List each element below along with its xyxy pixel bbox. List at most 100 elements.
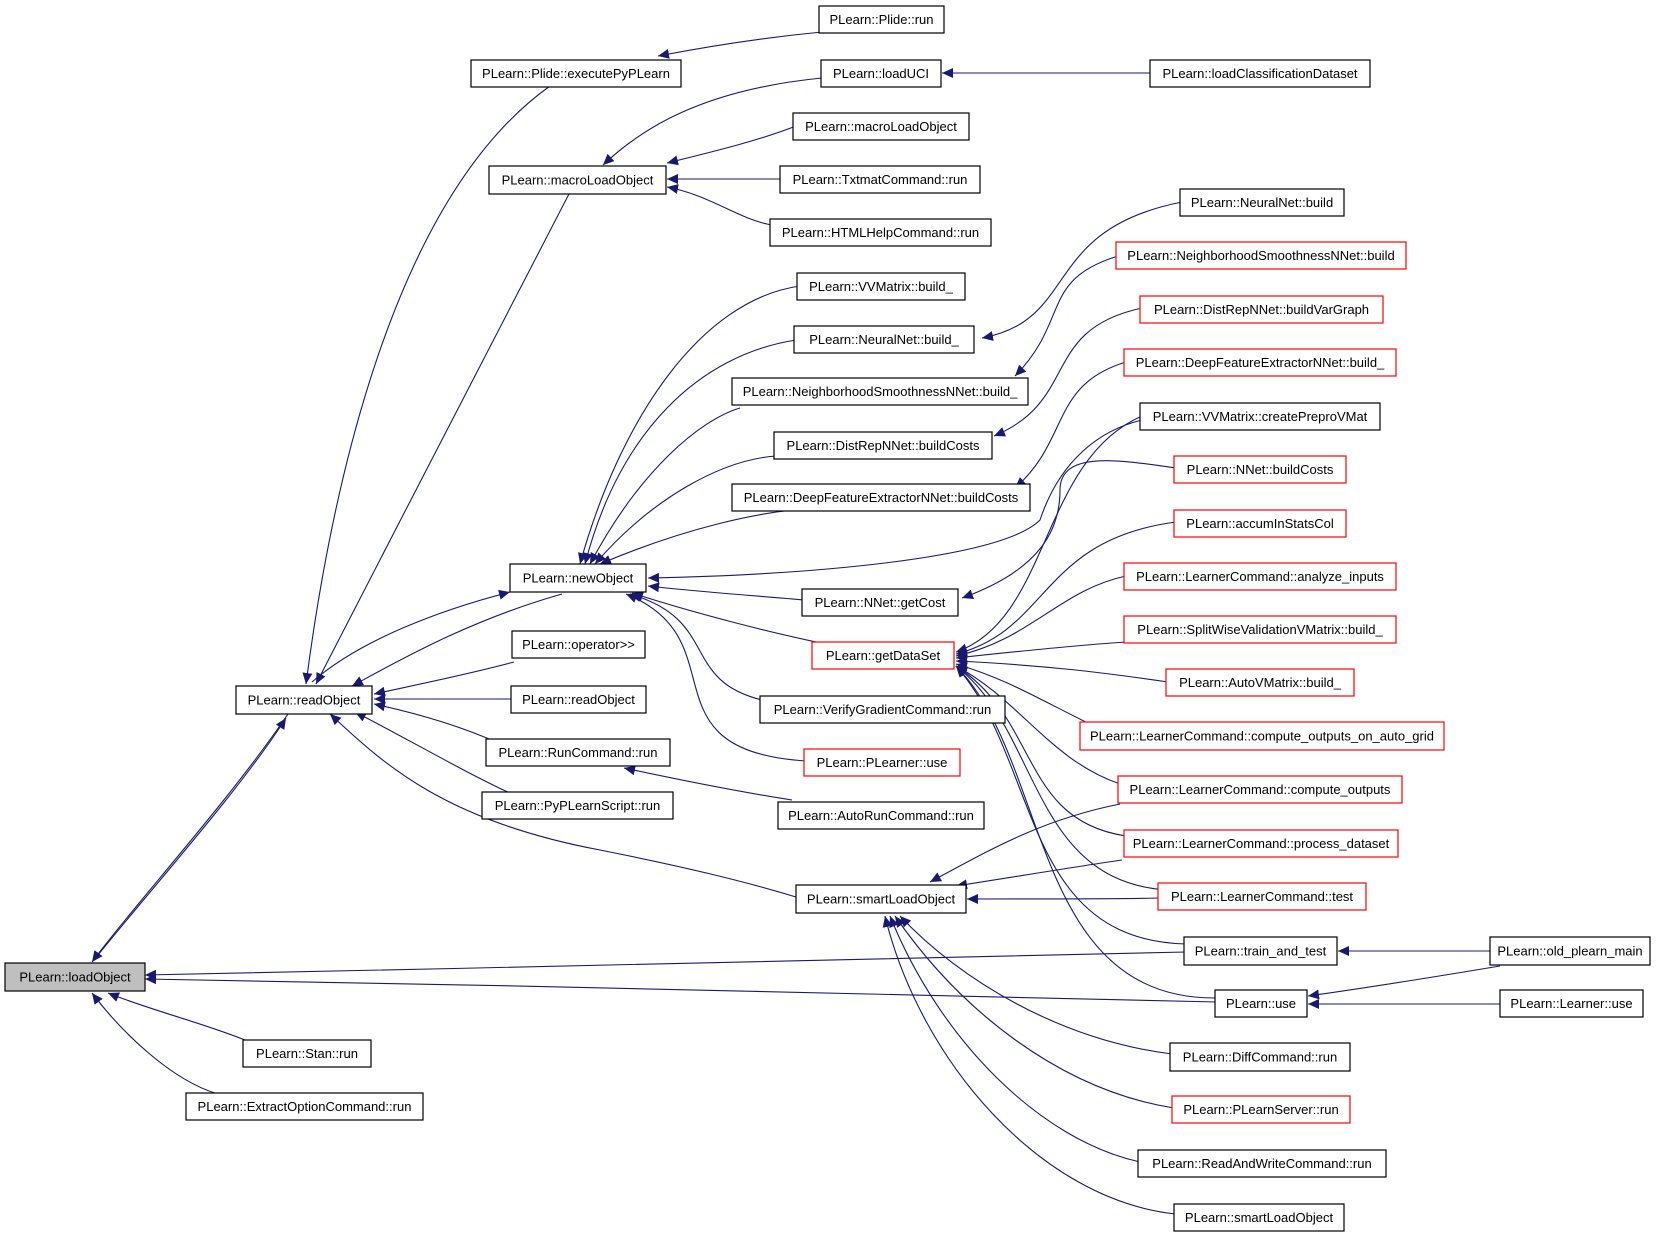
node-vvmatrixBuild_[interactable]: PLearn::VVMatrix::build_	[796, 272, 966, 301]
node-loadUCI[interactable]: PLearn::loadUCI	[820, 59, 942, 88]
node-learnerUse[interactable]: PLearn::Learner::use	[1499, 989, 1644, 1018]
node-txtmatRun[interactable]: PLearn::TxtmatCommand::run	[779, 165, 981, 194]
node-nnetGetCost[interactable]: PLearn::NNet::getCost	[801, 588, 959, 617]
node-analyzeInputs[interactable]: PLearn::LearnerCommand::analyze_inputs	[1123, 562, 1397, 591]
edge-neuralNetBuild_-to-newObject	[582, 339, 797, 565]
edge-trainAndTest-to-loadObject	[144, 951, 1187, 980]
node-label: PLearn::LearnerCommand::compute_outputs	[1130, 782, 1391, 797]
node-distRepBuildVarGraph[interactable]: PLearn::DistRepNNet::buildVarGraph	[1139, 295, 1384, 324]
node-computeOutputsAutoGrid[interactable]: PLearn::LearnerCommand::compute_outputs_…	[1079, 721, 1445, 751]
node-box	[1123, 348, 1397, 377]
edge-runCommandRun-to-readObject	[373, 701, 497, 743]
node-trainAndTest[interactable]: PLearn::train_and_test	[1183, 936, 1338, 966]
node-macroLoadObject1[interactable]: PLearn::macroLoadObject	[792, 112, 970, 141]
node-label: PLearn::DeepFeatureExtractorNNet::buildC…	[744, 490, 1019, 505]
node-smartLoadObject2[interactable]: PLearn::smartLoadObject	[1173, 1203, 1345, 1232]
edge-verifyGradientRun-to-newObject	[629, 592, 763, 701]
node-use[interactable]: PLearn::use	[1214, 989, 1308, 1018]
node-label: PLearn::NeuralNet::build_	[809, 332, 959, 347]
node-htmlHelpRun[interactable]: PLearn::HTMLHelpCommand::run	[769, 218, 992, 247]
node-label: PLearn::DeepFeatureExtractorNNet::build_	[1136, 355, 1385, 370]
node-label: PLearn::Plide::executePyPLearn	[482, 66, 670, 81]
node-runCommandRun[interactable]: PLearn::RunCommand::run	[485, 738, 671, 767]
edge-smartLoadObject1-to-readObject	[329, 713, 797, 898]
node-label: PLearn::LearnerCommand::compute_outputs_…	[1090, 729, 1434, 744]
node-executePyPLearn[interactable]: PLearn::Plide::executePyPLearn	[470, 59, 682, 88]
edge-plearnServerRun-to-smartLoadObject1	[894, 915, 1175, 1109]
node-box	[1179, 188, 1345, 217]
node-verifyGradientRun[interactable]: PLearn::VerifyGradientCommand::run	[759, 695, 1006, 724]
node-stanRun[interactable]: PLearn::Stan::run	[242, 1039, 372, 1068]
node-box	[795, 884, 967, 914]
edge-accumInStatsCol-to-getDataSet	[955, 521, 1177, 657]
node-neuralNetBuild_[interactable]: PLearn::NeuralNet::build_	[793, 325, 975, 354]
node-newObject[interactable]: PLearn::newObject	[509, 563, 647, 593]
node-box	[4, 962, 146, 992]
edge-diffCommandRun-to-smartLoadObject1	[899, 915, 1173, 1055]
edge-computeOutputsAutoGrid-to-getDataSet	[955, 662, 1099, 729]
node-plearnerUse[interactable]: PLearn::PLearner::use	[803, 748, 961, 777]
node-oldPlearnMain[interactable]: PLearn::old_plearn_main	[1489, 936, 1651, 966]
node-learnerCommandTest[interactable]: PLearn::LearnerCommand::test	[1157, 882, 1367, 911]
node-nsnnetBuild[interactable]: PLearn::NeighborhoodSmoothnessNNet::buil…	[1115, 241, 1407, 270]
node-readObject2[interactable]: PLearn::readObject	[510, 685, 647, 714]
node-label: PLearn::LearnerCommand::process_dataset	[1133, 836, 1390, 851]
node-readAndWriteRun[interactable]: PLearn::ReadAndWriteCommand::run	[1137, 1149, 1387, 1178]
node-box	[470, 59, 682, 88]
edge-nnetBuildCosts-to-nnetGetCost	[961, 460, 1177, 599]
edge-computeOutputs-to-getDataSet	[955, 665, 1121, 785]
node-box	[488, 165, 667, 195]
node-createPreproVMat[interactable]: PLearn::VVMatrix::createPreproVMat	[1139, 402, 1381, 431]
node-label: PLearn::DistRepNNet::buildVarGraph	[1154, 302, 1369, 317]
node-accumInStatsCol[interactable]: PLearn::accumInStatsCol	[1173, 509, 1347, 538]
node-label: PLearn::VerifyGradientCommand::run	[774, 702, 992, 717]
node-extractOptionRun[interactable]: PLearn::ExtractOptionCommand::run	[185, 1092, 424, 1121]
edge-neuralNetBuild-to-neuralNetBuild_	[981, 201, 1183, 341]
node-neuralNetBuild[interactable]: PLearn::NeuralNet::build	[1179, 188, 1345, 217]
node-splitWiseBuild_[interactable]: PLearn::SplitWiseValidationVMatrix::buil…	[1123, 615, 1397, 644]
node-loadObject[interactable]: PLearn::loadObject	[4, 962, 146, 992]
node-box	[731, 377, 1029, 406]
node-plearnServerRun[interactable]: PLearn::PLearnServer::run	[1171, 1095, 1351, 1124]
node-macroLoadObject2[interactable]: PLearn::macroLoadObject	[488, 165, 667, 195]
node-box	[820, 59, 942, 88]
node-nnetBuildCosts[interactable]: PLearn::NNet::buildCosts	[1173, 455, 1347, 484]
edge-htmlHelpRun-to-macroLoadObject2	[666, 184, 773, 226]
node-label: PLearn::readObject	[522, 692, 635, 707]
node-box	[1499, 989, 1644, 1018]
node-processDataset[interactable]: PLearn::LearnerCommand::process_dataset	[1123, 829, 1399, 858]
node-loadClassificationDataset[interactable]: PLearn::loadClassificationDataset	[1149, 59, 1371, 88]
node-label: PLearn::loadUCI	[833, 66, 929, 81]
node-box	[1139, 295, 1384, 324]
node-readObject[interactable]: PLearn::readObject	[235, 685, 373, 715]
node-getDataSet[interactable]: PLearn::getDataSet	[811, 641, 955, 670]
node-diffCommandRun[interactable]: PLearn::DiffCommand::run	[1169, 1042, 1351, 1072]
node-computeOutputs[interactable]: PLearn::LearnerCommand::compute_outputs	[1117, 775, 1403, 804]
node-deepFeatBuildCosts[interactable]: PLearn::DeepFeatureExtractorNNet::buildC…	[731, 483, 1031, 512]
node-label: PLearn::smartLoadObject	[1185, 1210, 1334, 1225]
node-nsnnetBuild_[interactable]: PLearn::NeighborhoodSmoothnessNNet::buil…	[731, 377, 1029, 406]
node-box	[811, 641, 955, 670]
edge-oldPlearnMain-to-use	[1307, 965, 1501, 1000]
node-label: PLearn::loadObject	[19, 970, 131, 985]
edge-learnerCommandTest-to-smartLoadObject1	[966, 893, 1161, 904]
node-box	[1139, 402, 1381, 431]
node-label: PLearn::NeuralNet::build	[1191, 195, 1333, 210]
node-distRepBuildCosts[interactable]: PLearn::DistRepNNet::buildCosts	[773, 431, 993, 460]
node-box	[759, 695, 1006, 724]
node-autoVMatrixBuild_[interactable]: PLearn::AutoVMatrix::build_	[1165, 668, 1355, 697]
node-smartLoadObject1[interactable]: PLearn::smartLoadObject	[795, 884, 967, 914]
node-label: PLearn::TxtmatCommand::run	[793, 172, 968, 187]
node-label: PLearn::AutoRunCommand::run	[788, 808, 974, 823]
node-deepFeatBuild_[interactable]: PLearn::DeepFeatureExtractorNNet::build_	[1123, 348, 1397, 377]
node-box	[1149, 59, 1371, 88]
edge-autoRunCommandRun-to-runCommandRun	[623, 765, 793, 801]
node-box	[1115, 241, 1407, 270]
edge-distRepBuildCosts-to-newObject	[594, 455, 777, 565]
node-label: PLearn::NNet::buildCosts	[1187, 462, 1334, 477]
node-plideRun[interactable]: PLearn::Plide::run	[818, 5, 945, 34]
node-pyPLearnScriptRun[interactable]: PLearn::PyPLearnScript::run	[481, 791, 674, 820]
node-operatorIn[interactable]: PLearn::operator>>	[511, 630, 646, 659]
node-box	[509, 563, 647, 593]
node-autoRunCommandRun[interactable]: PLearn::AutoRunCommand::run	[777, 801, 985, 830]
